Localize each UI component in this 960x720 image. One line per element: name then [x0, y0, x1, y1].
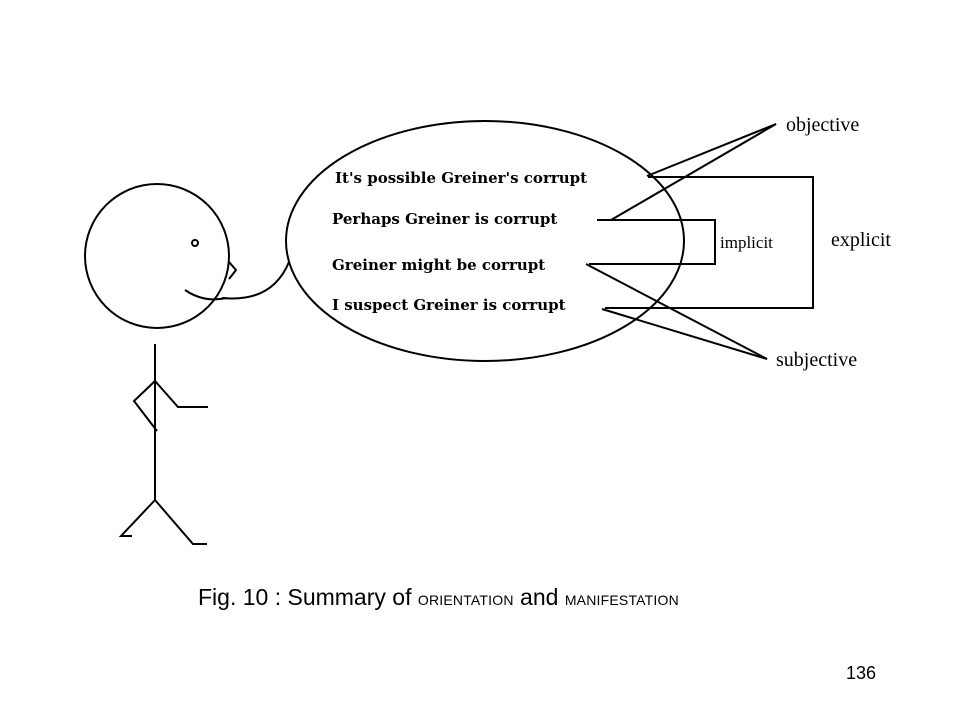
subjective-connectors	[585, 263, 768, 360]
stick-figure-right-arm	[154, 380, 208, 408]
speech-line-2: Perhaps Greiner is corrupt	[332, 210, 557, 228]
caption-term-orientation: ORIENTATION	[417, 592, 514, 608]
speech-line-1: It's possible Greiner's corrupt	[335, 169, 587, 187]
speech-bubble	[285, 120, 685, 362]
explicit-label: explicit	[831, 229, 891, 251]
stick-figure-left-leg	[118, 499, 156, 537]
page-number: 136	[845, 663, 876, 683]
stick-figure-head	[84, 183, 230, 329]
stick-figure-nose	[228, 261, 238, 280]
caption-term-manifestation: MANIFESTATION	[564, 592, 679, 608]
objective-connectors	[610, 123, 777, 221]
stick-figure-eye	[191, 239, 199, 247]
objective-label: objective	[786, 114, 859, 136]
implicit-label: implicit	[720, 233, 773, 252]
speech-line-3: Greiner might be corrupt	[332, 256, 545, 274]
speech-bubble-tail	[221, 261, 290, 300]
stick-figure-right-leg	[154, 499, 207, 545]
figure-caption: Fig. 10 : Summary of ORIENTATION and MAN…	[198, 584, 679, 611]
implicit-bracket	[589, 219, 716, 265]
caption-prefix: Fig. 10 : Summary of	[198, 584, 418, 610]
subjective-label: subjective	[776, 349, 857, 371]
caption-conjunction: and	[513, 584, 565, 610]
explicit-bracket	[605, 176, 814, 309]
stick-figure-left-arm	[132, 380, 158, 432]
stick-figure	[84, 183, 238, 545]
speech-line-4: I suspect Greiner is corrupt	[332, 296, 566, 314]
